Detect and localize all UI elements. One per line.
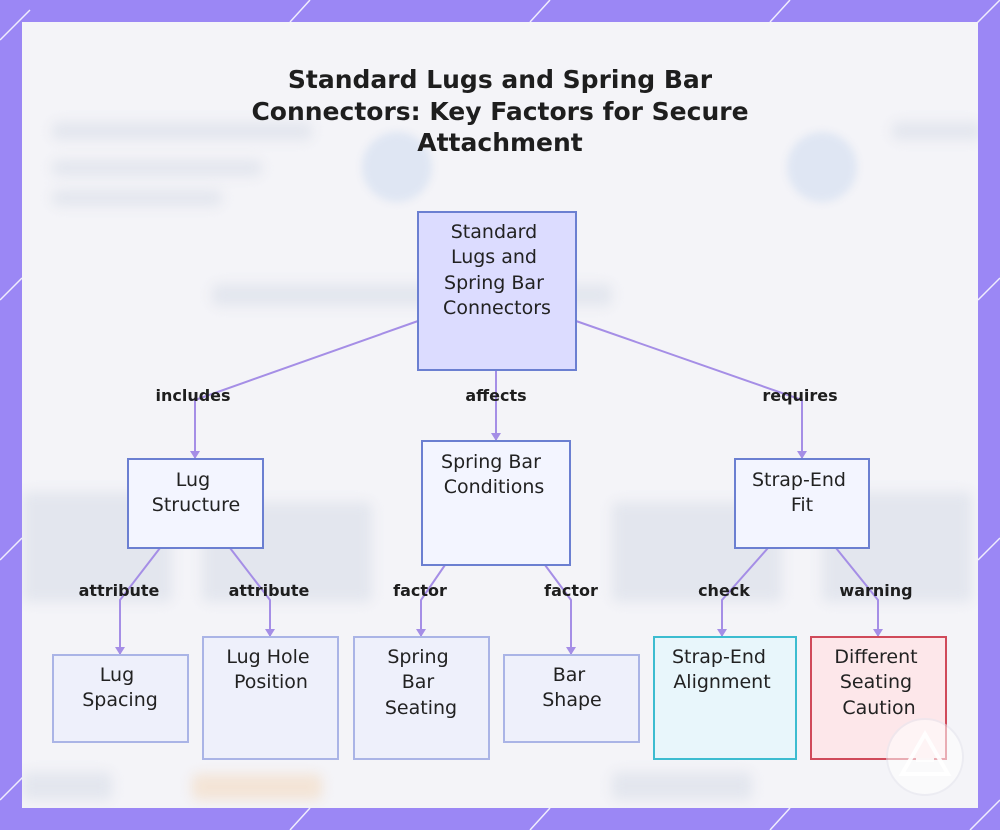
title-line: Connectors: Key Factors for Secure [251, 96, 749, 126]
node-spring-bar-seating: Spring Bar Seating [353, 636, 490, 760]
node-bar-shape: Bar Shape [503, 654, 640, 743]
arrowhead [491, 433, 501, 441]
node-lug-structure-line: Structure [152, 494, 240, 516]
arrowhead [566, 647, 576, 655]
backdrop-ghost-block [22, 772, 112, 800]
backdrop-ghost-block [52, 122, 312, 140]
edge-lug-structure-lug-hole-position [229, 547, 271, 637]
node-root-line: Spring Bar [444, 272, 544, 294]
node-root-line: Standard [451, 221, 537, 243]
arrowhead [115, 647, 125, 655]
edge-label-warning: warning [839, 581, 912, 600]
watermark-logo-icon [886, 718, 964, 796]
edge-label-check: check [698, 581, 750, 600]
node-lug-hole-position: Lug Hole Position [202, 636, 339, 760]
node-spring-bar-seating-line: Seating [385, 697, 457, 719]
edge-strap-end-fit-caution [835, 547, 879, 637]
node-lug-spacing-line: Lug [100, 664, 134, 686]
edge-root-strap-end-fit [575, 320, 803, 459]
node-lug-hole-position-line: Lug Hole [226, 646, 309, 668]
edge-label-affects: affects [465, 386, 526, 405]
arrowhead [190, 451, 200, 459]
backdrop-ghost-circle [362, 132, 432, 202]
edge-label-factor-shape: factor [544, 581, 598, 600]
node-lug-spacing: Lug Spacing [52, 654, 189, 743]
edge-label-requires: requires [762, 386, 837, 405]
node-strap-end-fit-line: Strap-End [752, 469, 846, 491]
node-different-seating-caution-line: Different [834, 646, 917, 668]
backdrop-ghost-block [612, 772, 752, 800]
node-lug-structure-line: Lug [176, 469, 210, 491]
svg-text:Lug Spacing: Lug Spacing [82, 664, 158, 711]
node-lug-structure: Lug Structure [127, 458, 264, 549]
node-different-seating-caution-line: Caution [842, 697, 915, 719]
arrowhead [797, 451, 807, 459]
node-spring-bar-conditions-line: Conditions [444, 476, 545, 498]
node-strap-end-fit: Strap-End Fit [734, 458, 870, 549]
svg-text:Standard Lugs and: Standard Lugs and Spring Bar Connectors [443, 221, 551, 319]
backdrop-ghost-block [52, 160, 262, 176]
svg-text:Spring Bar Sea: Spring Bar Seating [385, 646, 457, 719]
title-line: Standard Lugs and Spring Bar [287, 65, 713, 94]
edge-label-factor-seating: factor [393, 581, 447, 600]
svg-text:Spring Bar Conditions: Spring Bar Conditions [441, 451, 547, 498]
title-line: Attachment [417, 128, 583, 157]
node-strap-end-alignment: Strap-End Alignment [653, 636, 797, 760]
backdrop-ghost-block [892, 122, 978, 140]
arrowhead [873, 629, 883, 637]
svg-text:Different Seating: Different Seating Caution [834, 646, 923, 719]
node-root-line: Connectors [443, 297, 551, 319]
backdrop-ghost-circle [787, 132, 857, 202]
node-strap-end-alignment-line: Strap-End [672, 646, 766, 668]
node-strap-end-fit-line: Fit [791, 494, 813, 516]
edge-label-includes: includes [155, 386, 230, 405]
edge-label-attribute-lug-spacing: attribute [79, 581, 160, 600]
edge-label-attribute-lug-hole: attribute [229, 581, 310, 600]
svg-text:Lug Structure: Lug Structure [152, 469, 240, 516]
node-strap-end-alignment-line: Alignment [673, 671, 770, 693]
node-spring-bar-conditions-line: Spring Bar [441, 451, 541, 473]
svg-text:Strap-End Fit: Strap-End Fit [752, 469, 852, 516]
backdrop-ghost-block [192, 774, 322, 800]
arrowhead [265, 629, 275, 637]
node-spring-bar-conditions: Spring Bar Conditions [421, 440, 571, 566]
arrowhead [416, 629, 426, 637]
edge-strap-end-fit-alignment [721, 547, 769, 637]
node-lug-hole-position-line: Position [234, 671, 308, 693]
edge-lug-structure-lug-spacing [119, 547, 161, 655]
node-spring-bar-seating-line: Bar [402, 671, 435, 693]
svg-text:Bar Shape: Bar Shape [542, 664, 602, 711]
node-root: Standard Lugs and Spring Bar Connectors [417, 211, 577, 371]
edge-root-lug-structure [194, 320, 419, 459]
diagram-title: Standard Lugs and Spring Bar Connectors:… [200, 64, 800, 159]
svg-text:Strap-End Alignment: Strap-End Alignment [672, 646, 772, 693]
node-bar-shape-line: Bar [553, 664, 586, 686]
node-spring-bar-seating-line: Spring [387, 646, 448, 668]
arrowhead [717, 629, 727, 637]
edge-spring-bar-conditions-seating [420, 564, 446, 637]
backdrop-ghost-block [52, 190, 222, 206]
svg-text:Lug Hole Position: Lug Hole Position [226, 646, 315, 693]
node-root-line: Lugs and [451, 246, 537, 268]
node-different-seating-caution-line: Seating [840, 671, 912, 693]
node-bar-shape-line: Shape [542, 689, 602, 711]
node-lug-spacing-line: Spacing [82, 689, 158, 711]
edge-spring-bar-conditions-bar-shape [544, 564, 572, 655]
